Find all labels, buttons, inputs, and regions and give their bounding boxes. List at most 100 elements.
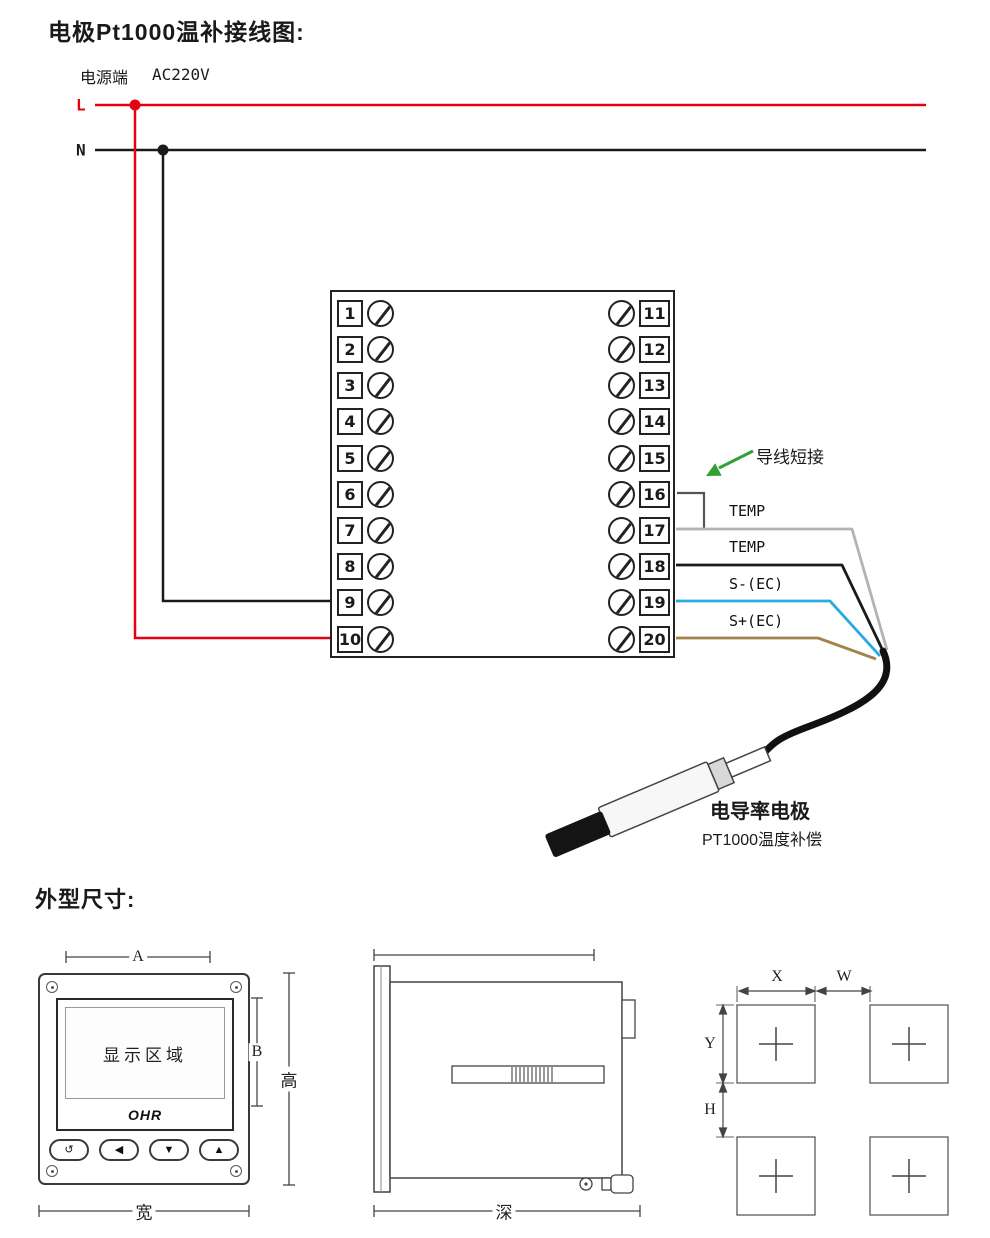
terminal-number: 2 [337, 336, 363, 363]
terminal-row: 7 [337, 517, 394, 544]
green-arrow-head [706, 463, 722, 476]
terminal-row: 18 [608, 553, 670, 580]
dim-label-depth: 深 [492, 1198, 516, 1224]
terminal-number: 15 [639, 445, 670, 472]
temp-wire-black [676, 563, 886, 654]
dim-label-x: X [768, 968, 786, 986]
side-panel-flange [373, 965, 391, 1193]
power-voltage-label: AC220V [152, 65, 210, 84]
dim-label-y: Y [701, 1035, 719, 1053]
electrode-cable [760, 647, 891, 757]
dim-label-height: 高 [277, 1066, 301, 1092]
terminal-row: 1 [337, 300, 394, 327]
dim-label-w: W [833, 968, 855, 986]
screw-terminal-icon [367, 408, 394, 435]
center-crosses [759, 1027, 926, 1193]
wire-label-temp-2: TEMP [729, 538, 766, 556]
terminal-number: 11 [639, 300, 670, 327]
display-bezel: 显示区域 OHR [56, 998, 234, 1131]
terminal-number: 3 [337, 372, 363, 399]
wire-label-ec-minus: S-(EC) [729, 575, 784, 593]
down-button: ▼ [149, 1139, 189, 1161]
down-arrow-icon: ▼ [163, 1143, 175, 1156]
screw-terminal-icon [608, 517, 635, 544]
clamp-hatch [511, 1067, 553, 1082]
electrode-tip [545, 811, 611, 858]
hole-pattern-drawing [716, 986, 949, 1216]
terminal-row: 15 [608, 445, 670, 472]
terminal-number: 1 [337, 300, 363, 327]
terminal-number: 18 [639, 553, 670, 580]
jumper-label: 导线短接 [756, 448, 824, 467]
conductivity-electrode [545, 745, 772, 858]
terminal-row: 10 [337, 626, 394, 653]
brand-logo: OHR [127, 1107, 163, 1123]
terminal-block: 1 2 3 4 5 6 7 8 9 10 11 12 13 14 15 16 1… [330, 290, 675, 658]
dim-label-width: 宽 [132, 1198, 156, 1224]
live-line-tag: L [76, 95, 86, 115]
terminal-row: 4 [337, 408, 394, 435]
screw-terminal-icon [367, 372, 394, 399]
terminal-row: 8 [337, 553, 394, 580]
terminal-number: 17 [639, 517, 670, 544]
screw-terminal-icon [367, 300, 394, 327]
power-rails [95, 99, 926, 640]
screw-terminal-icon [367, 517, 394, 544]
terminal-number: 12 [639, 336, 670, 363]
terminal-row: 19 [608, 589, 670, 616]
temp-wire-gray [676, 527, 889, 651]
terminal-number: 8 [337, 553, 363, 580]
left-arrow-icon: ◀ [114, 1143, 124, 1156]
wire-label-ec-plus: S+(EC) [729, 612, 784, 630]
green-arrow-icon [706, 449, 754, 476]
terminal-row: 2 [337, 336, 394, 363]
screw-terminal-icon [608, 589, 635, 616]
front-view-drawing: 显示区域 OHR ↺ ◀ ▼ ▲ [38, 973, 250, 1185]
sensor-wires [676, 527, 889, 661]
terminal-number: 20 [639, 626, 670, 653]
terminal-row: 16 [608, 481, 670, 508]
left-button: ◀ [99, 1139, 139, 1161]
back-button: ↺ [49, 1139, 89, 1161]
terminal-row: 9 [337, 589, 394, 616]
power-terminal-label: 电源端 [80, 70, 129, 87]
screw-terminal-icon [367, 336, 394, 363]
jumper-wire [677, 491, 706, 531]
terminal-row: 12 [608, 336, 670, 363]
screw-terminal-icon [608, 372, 635, 399]
side-view-drawing [373, 949, 641, 1217]
electrode-neck [724, 745, 772, 779]
cycle-arrow-icon: ↺ [64, 1143, 74, 1156]
screw-terminal-icon [367, 481, 394, 508]
green-arrow-shaft [718, 449, 754, 470]
terminal-number: 19 [639, 589, 670, 616]
terminal-number: 10 [337, 626, 363, 653]
terminal-row: 17 [608, 517, 670, 544]
corner-screw-icon [46, 981, 58, 993]
screw-terminal-icon [608, 408, 635, 435]
screw-terminal-icon [608, 336, 635, 363]
terminal-row: 13 [608, 372, 670, 399]
terminal-row: 6 [337, 481, 394, 508]
terminal-row: 14 [608, 408, 670, 435]
wire-label-temp-1: TEMP [729, 502, 766, 520]
terminal-number: 6 [337, 481, 363, 508]
screw-terminal-icon [608, 445, 635, 472]
button-row: ↺ ◀ ▼ ▲ [49, 1139, 239, 1161]
ec-plus-wire [676, 636, 877, 661]
screw-terminal-icon [608, 553, 635, 580]
up-arrow-icon: ▲ [213, 1143, 225, 1156]
terminal-row: 20 [608, 626, 670, 653]
terminal-number: 14 [639, 408, 670, 435]
ec-minus-wire [676, 599, 882, 657]
electrode-subtitle: PT1000温度补偿 [702, 832, 823, 849]
terminal-number: 13 [639, 372, 670, 399]
screw-terminal-icon [367, 553, 394, 580]
terminal-row: 5 [337, 445, 394, 472]
live-wire [133, 105, 332, 640]
terminal-number: 16 [639, 481, 670, 508]
dimensions-section-title: 外型尺寸: [35, 887, 136, 912]
dim-label-a: A [129, 948, 147, 966]
